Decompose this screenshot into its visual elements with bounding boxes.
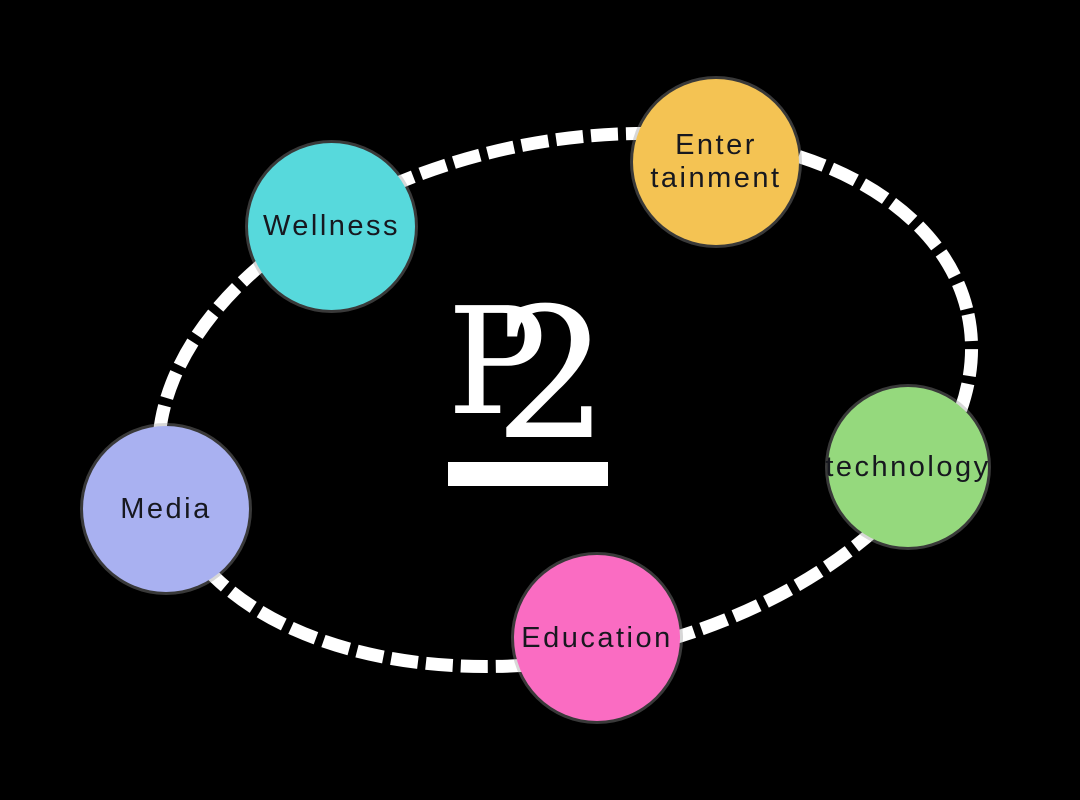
node-technology: technology: [825, 387, 991, 547]
node-entertainment: Enter tainment: [633, 79, 799, 245]
node-technology-label: technology: [825, 450, 991, 483]
node-entertainment-label-line1: Enter: [675, 129, 757, 161]
node-education-label: Education: [521, 621, 673, 654]
node-media: Media: [83, 426, 249, 592]
logo-letter-p: P: [447, 276, 547, 448]
node-wellness-label: Wellness: [262, 210, 401, 242]
node-education: Education: [514, 555, 680, 721]
node-media-label: Media: [120, 492, 212, 525]
logo-underline: [448, 462, 608, 486]
node-entertainment-label-line2: tainment: [650, 162, 782, 194]
logo-letter-2: 2: [494, 269, 610, 480]
node-wellness: Wellness: [248, 143, 415, 310]
